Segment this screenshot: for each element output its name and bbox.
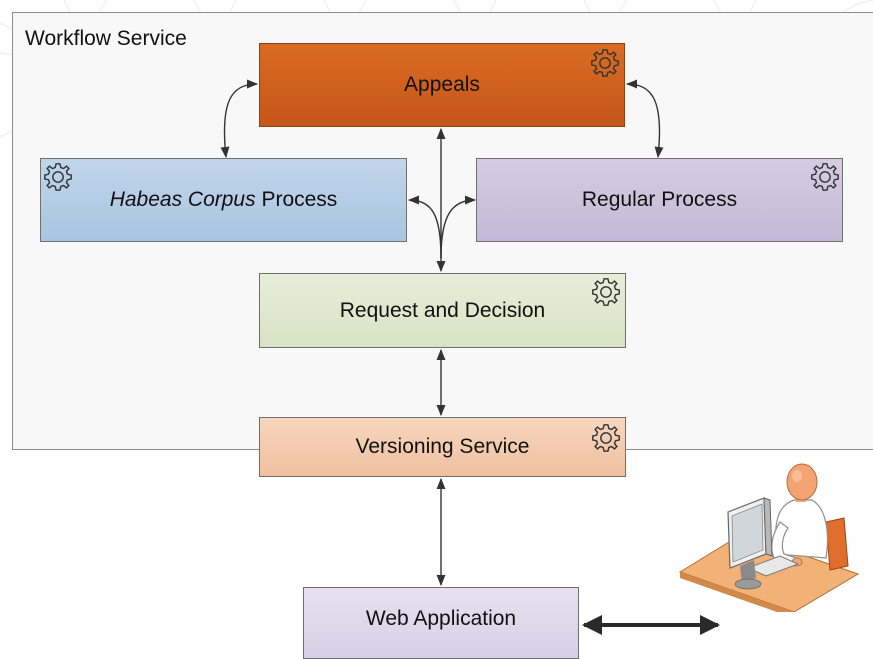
versioning-service-box: Versioning Service — [259, 417, 626, 477]
arrow-request-regular — [440, 195, 477, 259]
gear-icon — [591, 49, 619, 77]
web-application-label: Web Application — [365, 607, 517, 630]
appeals-box: Appeals — [259, 43, 625, 127]
request-and-decision-box: Request and Decision — [259, 273, 626, 348]
web-application-box: Web Application — [303, 587, 579, 659]
workflow-service-label: Workflow Service — [25, 27, 187, 50]
arrow-request-habeas — [407, 195, 442, 259]
gear-icon — [44, 163, 72, 191]
habeas-process-text: Process — [255, 188, 338, 211]
versioning-service-label: Versioning Service — [355, 435, 530, 458]
gear-icon — [592, 424, 620, 452]
user-at-computer-icon — [678, 463, 860, 612]
regular-process-label: Regular Process — [581, 188, 738, 211]
regular-process-box: Regular Process — [476, 158, 843, 242]
gear-icon — [592, 278, 620, 306]
request-and-decision-label: Request and Decision — [339, 298, 546, 322]
arrow-appeals-regular — [625, 79, 664, 159]
habeas-corpus-process-box: Habeas Corpus Process — [40, 158, 407, 242]
habeas-corpus-italic: Habeas Corpus — [109, 188, 256, 211]
gear-icon — [811, 163, 839, 191]
appeals-label: Appeals — [404, 73, 480, 96]
arrow-appeals-habeas — [220, 79, 259, 159]
habeas-corpus-process-label: Habeas Corpus Process — [110, 188, 338, 212]
